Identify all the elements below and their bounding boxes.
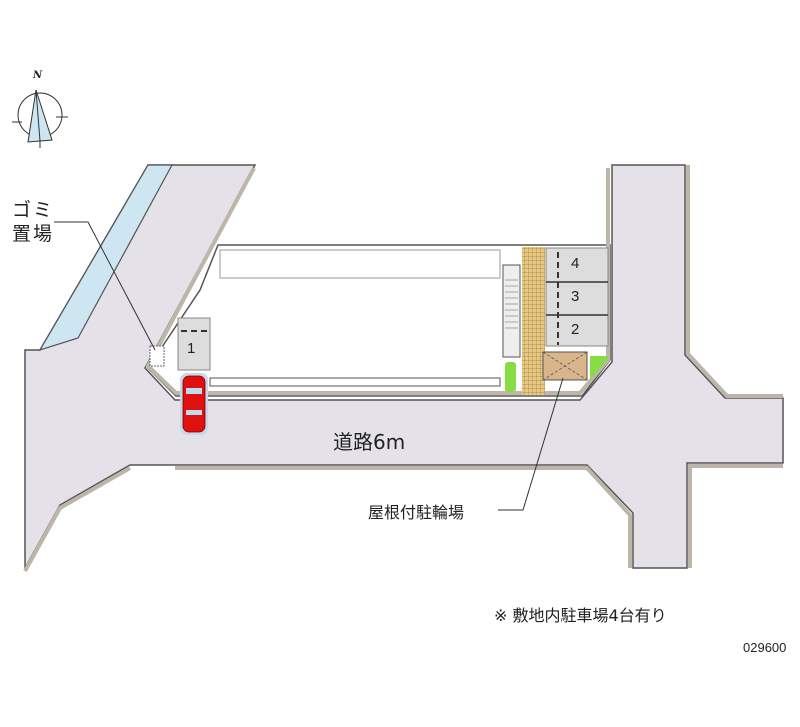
parking-spot-4: 4: [571, 255, 580, 272]
garbage-label-line2: 置場: [12, 223, 55, 245]
stair-steps: [505, 279, 518, 329]
parking-spot-3: 3: [571, 288, 580, 305]
garbage-leader-line: [54, 221, 156, 351]
road-edge-wall: [175, 466, 632, 568]
corridor: [219, 249, 501, 279]
parking-note: ※ 敷地内駐車場4台有り: [494, 606, 667, 625]
staircase: [502, 264, 521, 358]
garbage-label-line1: ゴミ: [12, 199, 55, 221]
garbage-area: [149, 345, 165, 367]
parking-spot-2: 2: [571, 321, 580, 338]
road-label: 道路6m: [333, 430, 406, 454]
north-arrow-icon: [12, 89, 68, 148]
property-code: 029600: [743, 640, 787, 655]
green-triangle: [590, 356, 610, 380]
bike-parking-label: 屋根付駐輪場: [368, 503, 465, 522]
garbage-area-label: ゴミ 置場: [12, 198, 54, 246]
road-edge-wall: [688, 464, 783, 568]
road-edge-wall: [686, 165, 783, 398]
parking-spot-1: 1: [187, 340, 196, 357]
road-edge-wall: [23, 466, 131, 572]
compass-north-label: N: [33, 70, 43, 81]
green-strip: [505, 362, 516, 392]
parking-area: [545, 247, 609, 347]
car-icon: [180, 373, 208, 435]
parking-spot-1-area: [177, 317, 211, 371]
canal: [38, 164, 174, 352]
paved-walkway: [522, 247, 545, 395]
unit-front-strip: [209, 377, 501, 387]
bike-leader-line: [498, 377, 564, 511]
